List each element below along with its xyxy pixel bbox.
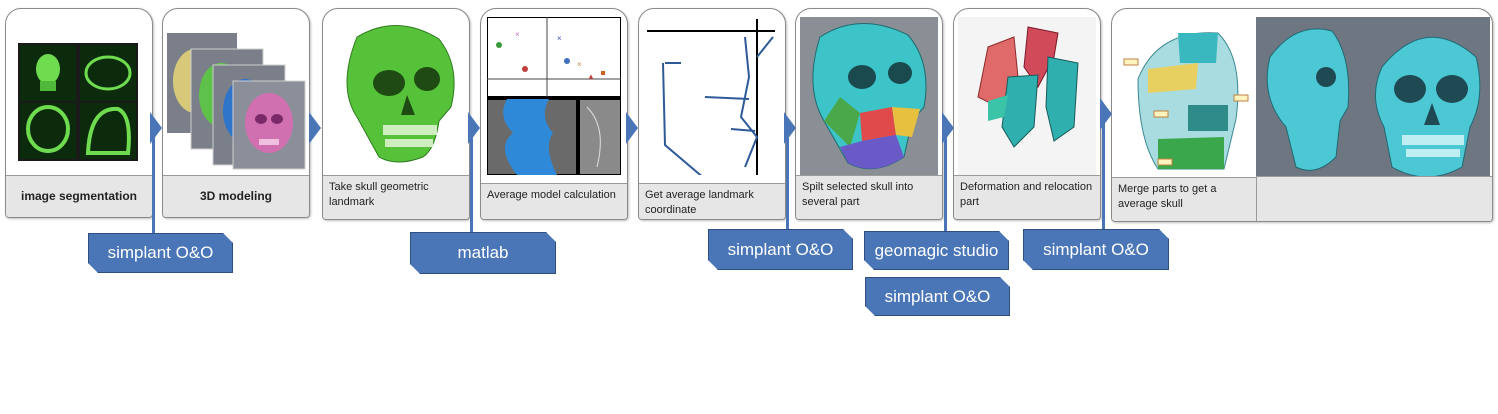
step-card-deformation: Deformation and relocation part — [953, 8, 1101, 220]
connector-line — [1102, 114, 1105, 230]
step-card-split-skull: Spilt selected skull into several part — [795, 8, 943, 220]
svg-text:×: × — [557, 34, 562, 43]
flow-arrow-icon — [626, 112, 638, 144]
tool-label-geomagic-studio: geomagic studio — [864, 231, 1009, 270]
step-caption: image segmentation — [6, 175, 152, 217]
step-caption: Get average landmark coordinate — [639, 183, 785, 219]
step-card-3d-modeling: 3D modeling — [162, 8, 310, 218]
svg-text:×: × — [577, 60, 582, 69]
step-caption: Deformation and relocation part — [954, 175, 1100, 219]
green-skull-image — [327, 17, 463, 177]
tool-label-matlab: matlab — [410, 232, 556, 274]
step-caption: Take skull geometric landmark — [323, 175, 469, 219]
landmark-plot-image — [645, 17, 779, 175]
matlab-plots-image: × × × ▲ — [487, 17, 621, 175]
step-caption: Merge parts to get a average skull — [1112, 177, 1256, 221]
tool-label-simplant: simplant O&O — [88, 233, 233, 273]
3d-model-stack-image — [165, 31, 306, 171]
connector-line — [152, 128, 155, 234]
ct-scan-image — [18, 43, 146, 161]
connector-line — [470, 128, 473, 232]
merged-skull-annotated-image — [1118, 19, 1486, 179]
tool-label-simplant: simplant O&O — [708, 229, 853, 270]
step-card-landmark: Take skull geometric landmark — [322, 8, 470, 220]
tool-label-simplant: simplant O&O — [865, 277, 1010, 316]
step-card-average-model: × × × ▲ Average model calculation — [480, 8, 628, 220]
svg-text:▲: ▲ — [587, 72, 595, 81]
average-skull-render-image — [1256, 17, 1490, 189]
flow-arrow-icon — [309, 112, 321, 144]
step-caption: Average model calculation — [481, 183, 627, 219]
step-caption: Spilt selected skull into several part — [796, 175, 942, 219]
step-card-image-segmentation: image segmentation — [5, 8, 153, 218]
deformed-parts-image — [958, 17, 1096, 177]
svg-text:×: × — [515, 30, 520, 39]
step-card-merge: Merge parts to get a average skull — [1111, 8, 1493, 222]
step-caption: 3D modeling — [163, 175, 309, 217]
connector-line — [944, 128, 947, 232]
tool-label-simplant: simplant O&O — [1023, 229, 1169, 270]
connector-line — [786, 128, 789, 230]
caption-filler — [1256, 176, 1492, 221]
step-card-average-landmark: Get average landmark coordinate — [638, 8, 786, 220]
split-skull-image — [800, 17, 938, 177]
